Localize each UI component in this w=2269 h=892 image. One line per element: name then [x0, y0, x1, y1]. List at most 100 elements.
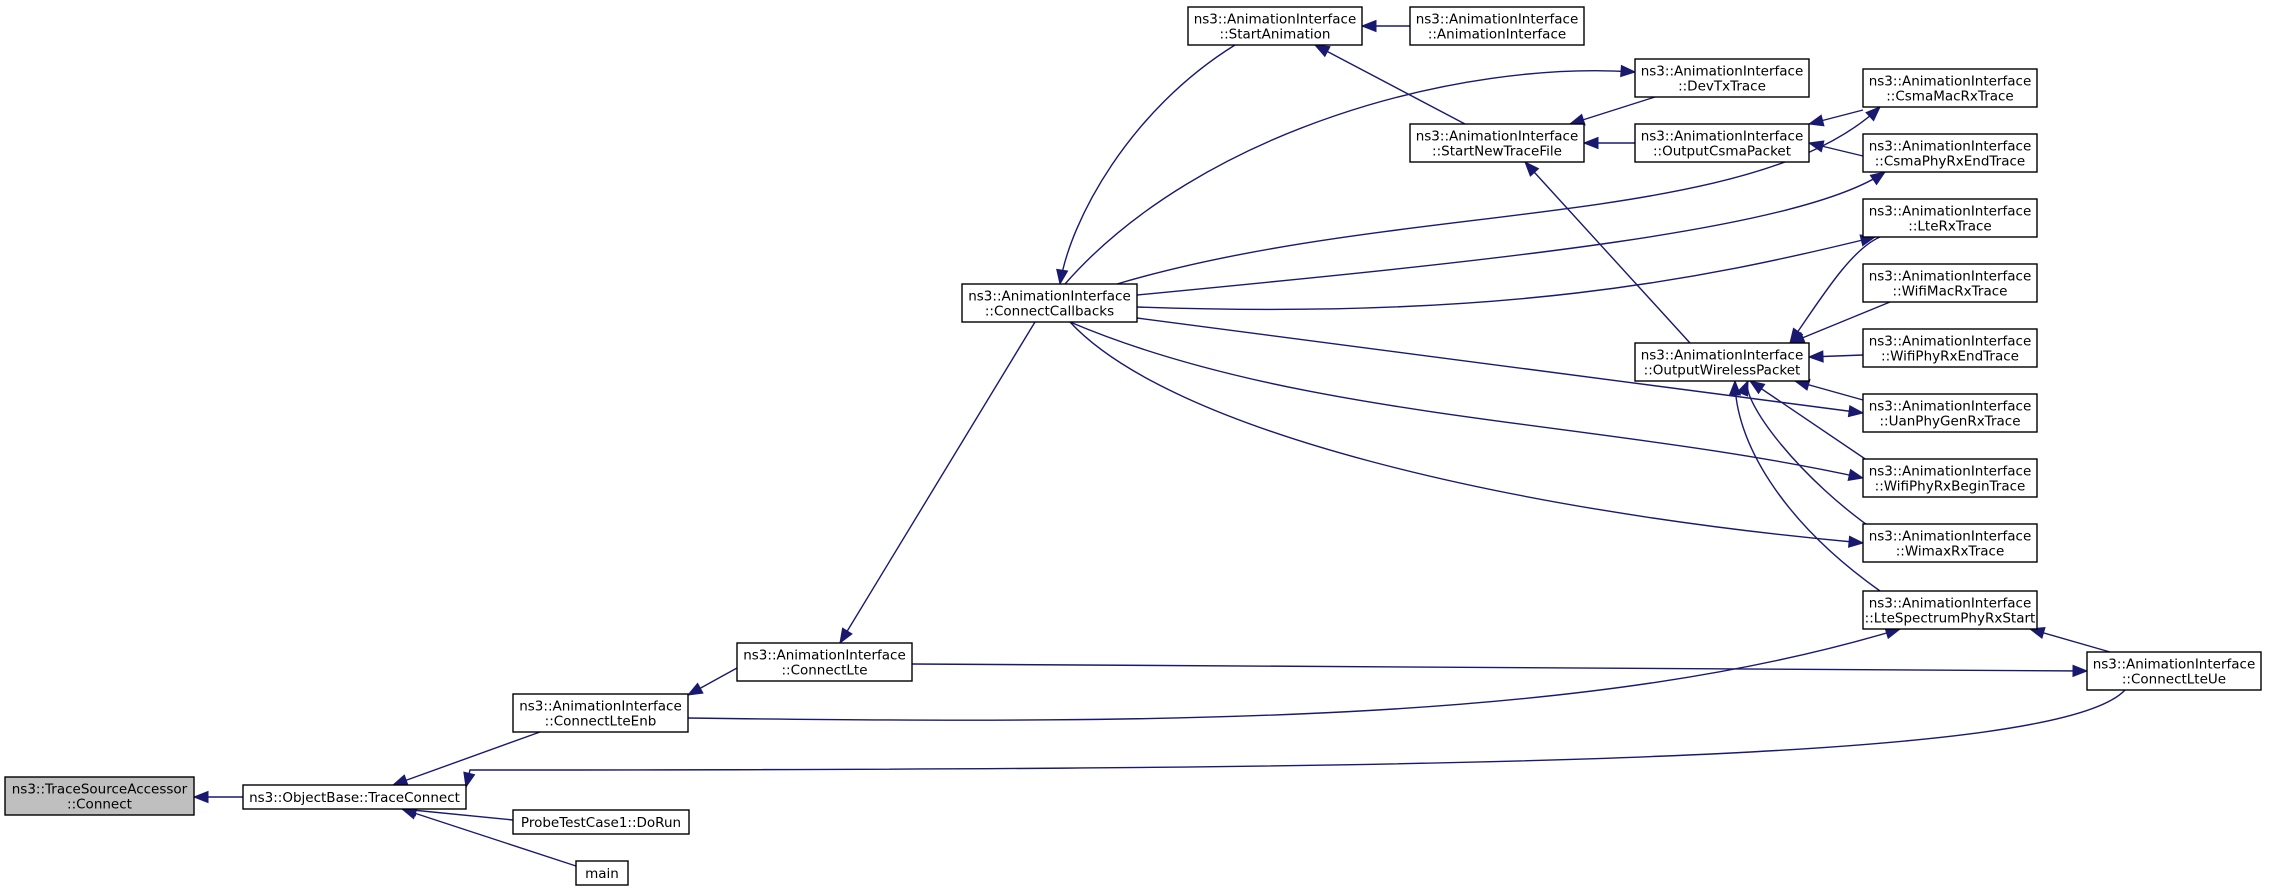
edge-line — [1746, 380, 1881, 535]
node-label-line: ns3::AnimationInterface — [1194, 12, 1357, 28]
edge-ai_ltespectrumphyrxstart-to-ai_outputwirelesspacket — [1728, 379, 1881, 592]
arrowhead — [1865, 106, 1881, 122]
node-ai_wifiphyrxbegintrace[interactable]: ns3::AnimationInterface::WifiPhyRxBeginT… — [1862, 458, 2038, 498]
node-label-line: ::LteRxTrace — [1908, 219, 1991, 235]
node-label-line: ::Connect — [67, 797, 132, 813]
node-ai_wifimacrxtrace[interactable]: ns3::AnimationInterface::WifiMacRxTrace — [1862, 263, 2038, 303]
node-label-line: ::WimaxRxTrace — [1896, 544, 2005, 560]
node-ob_traceconnect[interactable]: ns3::ObjectBase::TraceConnect — [242, 784, 467, 810]
node-box[interactable] — [1862, 328, 2038, 368]
node-label-line: main — [585, 866, 619, 882]
edge-ai_connectcallbacks-to-ai_lterxtrace — [1136, 234, 1877, 311]
arrowhead — [1869, 171, 1887, 186]
node-ai_outputwirelesspacket[interactable]: ns3::AnimationInterface::OutputWirelessP… — [1634, 342, 1810, 382]
arrowhead — [1847, 468, 1865, 481]
node-box[interactable] — [1187, 6, 1363, 46]
arrowhead — [192, 790, 209, 804]
node-label-line: ns3::AnimationInterface — [1869, 399, 2032, 415]
edge-ai_devtxtrace-to-ai_startnewtracefile — [1568, 96, 1656, 126]
node-label-line: ns3::AnimationInterface — [968, 289, 1131, 305]
node-ai_ctor[interactable]: ns3::AnimationInterface::AnimationInterf… — [1409, 6, 1585, 46]
node-ai_devtxtrace[interactable]: ns3::AnimationInterface::DevTxTrace — [1634, 58, 1810, 98]
arrowhead — [1524, 160, 1540, 177]
edge-line — [1314, 44, 1466, 125]
edge-ai_connectlte-to-ai_connectlteue — [911, 663, 2089, 678]
node-label-line: ns3::AnimationInterface — [1641, 129, 1804, 145]
node-tsa_connect[interactable]: ns3::TraceSourceAccessor::Connect — [4, 776, 195, 816]
node-label-line: ::DevTxTrace — [1678, 79, 1766, 95]
node-box[interactable] — [1634, 342, 1810, 382]
node-probe_dorun[interactable]: ProbeTestCase1::DoRun — [512, 809, 690, 835]
edge-line — [1069, 321, 1864, 544]
node-ai_csmaphyrxendtrace[interactable]: ns3::AnimationInterface::CsmaPhyRxEndTra… — [1862, 133, 2038, 173]
node-box[interactable] — [1862, 263, 2038, 303]
edge-ai_startanimation-to-ai_connectcallbacks — [1056, 44, 1236, 286]
edge-line — [1059, 44, 1236, 285]
node-box[interactable] — [242, 784, 467, 810]
arrowhead — [2072, 664, 2089, 678]
edge-line — [911, 663, 2088, 672]
edge-line — [1136, 171, 1886, 296]
node-ai_wifiphyrxendtrace[interactable]: ns3::AnimationInterface::WifiPhyRxEndTra… — [1862, 328, 2038, 368]
node-ai_connectlteenb[interactable]: ns3::AnimationInterface::ConnectLteEnb — [512, 693, 689, 733]
arrowhead — [1748, 380, 1766, 395]
node-label-line: ::LteSpectrumPhyRxStart — [1865, 611, 2036, 627]
node-box[interactable] — [1409, 123, 1585, 163]
node-box[interactable] — [4, 776, 195, 816]
node-label-line: ::StartNewTraceFile — [1432, 144, 1562, 160]
edge-ai_startnewtracefile-to-ai_startanimation — [1313, 44, 1466, 125]
node-main[interactable]: main — [575, 860, 629, 886]
node-ai_ltespectrumphyrxstart[interactable]: ns3::AnimationInterface::LteSpectrumPhyR… — [1862, 590, 2038, 630]
node-box[interactable] — [512, 693, 689, 733]
node-ai_startnewtracefile[interactable]: ns3::AnimationInterface::StartNewTraceFi… — [1409, 123, 1585, 163]
node-box[interactable] — [575, 860, 629, 886]
node-label-line: ns3::ObjectBase::TraceConnect — [249, 790, 460, 806]
node-ai_outputcsmapacket[interactable]: ns3::AnimationInterface::OutputCsmaPacke… — [1634, 123, 1810, 163]
edge-line — [1116, 106, 1881, 285]
edge-line — [1789, 236, 1881, 344]
node-box[interactable] — [736, 642, 913, 682]
node-label-line: ::ConnectLteUe — [2122, 672, 2226, 688]
edge-ai_connectcallbacks-to-ai_devtxtrace — [1064, 64, 1637, 285]
node-box[interactable] — [2086, 651, 2262, 691]
node-ai_wimaxrxtrace[interactable]: ns3::AnimationInterface::WimaxRxTrace — [1862, 523, 2038, 563]
node-label-line: ns3::AnimationInterface — [2093, 657, 2256, 673]
edge-line — [1749, 380, 1881, 470]
edge-line — [1069, 321, 1864, 479]
node-ai_startanimation[interactable]: ns3::AnimationInterface::StartAnimation — [1187, 6, 1363, 46]
node-label-line: ::WifiMacRxTrace — [1893, 284, 2008, 300]
node-label-line: ns3::AnimationInterface — [1869, 74, 2032, 90]
edge-ai_connectcallbacks-to-ai_wifiphyrxbegintrace — [1069, 321, 1865, 481]
edge-line — [1524, 161, 1691, 344]
node-ai_lterxtrace[interactable]: ns3::AnimationInterface::LteRxTrace — [1862, 198, 2038, 238]
edge-ai_connectlteue-to-ob_traceconnect — [463, 689, 2126, 789]
node-label-line: ::WifiPhyRxBeginTrace — [1875, 479, 2026, 495]
node-box[interactable] — [1409, 6, 1585, 46]
edge-line — [1064, 69, 1636, 285]
node-box[interactable] — [961, 283, 1138, 323]
node-label-line: ns3::AnimationInterface — [743, 648, 906, 664]
node-label-line: ns3::AnimationInterface — [1869, 334, 2032, 350]
node-ai_csmamacrxtrace[interactable]: ns3::AnimationInterface::CsmaMacRxTrace — [1862, 68, 2038, 108]
node-ai_connectlteue[interactable]: ns3::AnimationInterface::ConnectLteUe — [2086, 651, 2262, 691]
node-box[interactable] — [1862, 198, 2038, 238]
edges-layer — [192, 19, 2126, 867]
node-box[interactable] — [1862, 68, 2038, 108]
arrowhead — [1807, 114, 1825, 127]
node-ai_uanphygenrxtrace[interactable]: ns3::AnimationInterface::UanPhyGenRxTrac… — [1862, 393, 2038, 433]
node-box[interactable] — [1862, 133, 2038, 173]
node-box[interactable] — [1862, 523, 2038, 563]
edge-line — [1734, 380, 1881, 592]
node-box[interactable] — [1634, 123, 1810, 163]
node-ai_connectcallbacks[interactable]: ns3::AnimationInterface::ConnectCallback… — [961, 283, 1138, 323]
edge-ai_uanphygenrxtrace-to-ai_outputwirelesspacket — [1793, 378, 1864, 401]
arrowhead — [1620, 64, 1637, 78]
node-box[interactable] — [1862, 458, 2038, 498]
node-label-line: ::UanPhyGenRxTrace — [1880, 414, 2021, 430]
node-box[interactable] — [512, 809, 690, 835]
node-label-line: ::CsmaPhyRxEndTrace — [1875, 154, 2026, 170]
node-box[interactable] — [1862, 393, 2038, 433]
node-box[interactable] — [1634, 58, 1810, 98]
node-box[interactable] — [1862, 590, 2038, 630]
node-ai_connectlte[interactable]: ns3::AnimationInterface::ConnectLte — [736, 642, 913, 682]
